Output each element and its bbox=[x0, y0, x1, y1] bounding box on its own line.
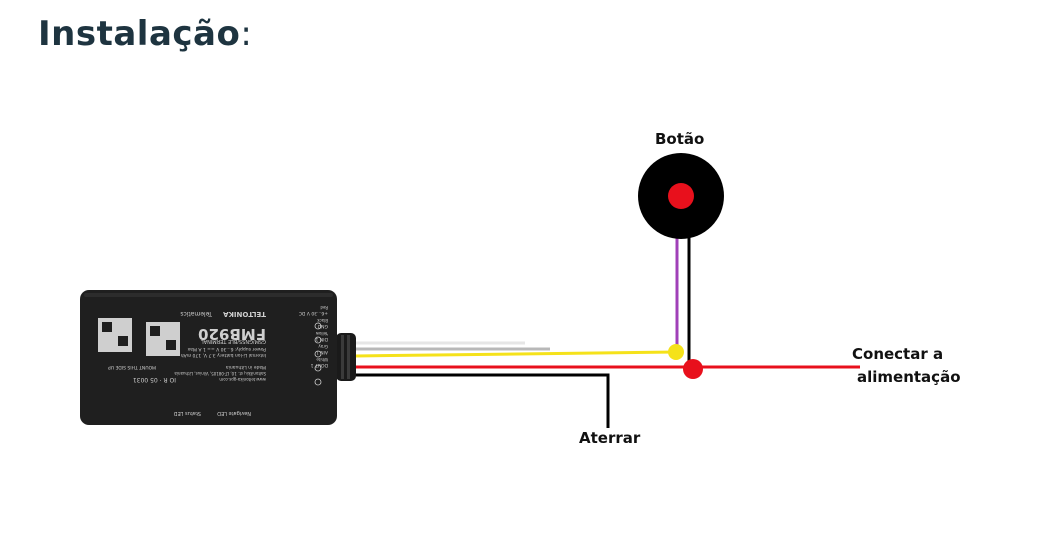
device-address: Saltoniškių st. 10, LT-08105, Vilnius, L… bbox=[174, 371, 266, 376]
yellow-junction bbox=[668, 344, 684, 360]
connector-ridge-2 bbox=[347, 335, 350, 379]
qr-code-left-inner-2 bbox=[118, 336, 128, 346]
qr-code-right-inner bbox=[150, 326, 160, 336]
device-top-edge bbox=[84, 293, 333, 297]
push-button bbox=[638, 153, 724, 239]
pin-3-color: Yellow bbox=[315, 331, 329, 336]
button-center bbox=[668, 183, 694, 209]
pin-1-name: +6...30 V DC bbox=[299, 310, 328, 316]
pin-3-name: DIN 1 bbox=[315, 336, 328, 342]
black-ground-wire bbox=[355, 373, 610, 428]
device-power-spec: Power supply: 6...30 V == 1 A Max bbox=[187, 346, 266, 352]
device-website: www.teltonika-gps.com bbox=[219, 377, 266, 382]
device-brand: TELTONIKA bbox=[223, 310, 266, 318]
page-title: Instalação: bbox=[38, 14, 252, 54]
pin-5-color: White bbox=[316, 357, 328, 362]
device-battery-spec: Internal Li-Ion battery 3.7 V, 170 mAh bbox=[181, 352, 266, 358]
device-label: TELTONIKA Telematics FMB920 GSM/GNSS/BLE… bbox=[108, 305, 329, 416]
device-body bbox=[80, 290, 337, 425]
wires bbox=[354, 235, 860, 428]
device-mount: MOUNT THIS SIDE UP bbox=[108, 364, 156, 370]
page-title-colon: : bbox=[240, 14, 253, 54]
qr-code-left-inner bbox=[102, 322, 112, 332]
power-label-line2: alimentação bbox=[857, 368, 961, 386]
pin-4-name: AIN 1 bbox=[316, 349, 328, 355]
pin-marker-3 bbox=[314, 350, 322, 358]
connector-plug bbox=[336, 333, 356, 381]
button-label: Botão bbox=[655, 130, 705, 148]
red-junction bbox=[683, 359, 703, 379]
pin-2-name: GND bbox=[317, 323, 328, 329]
device-made-in: Made in Lithuania bbox=[226, 364, 266, 370]
power-label-line1: Conectar a bbox=[852, 345, 944, 363]
device-status-led: Status LED bbox=[174, 410, 201, 416]
pin-marker-5 bbox=[314, 378, 322, 386]
tracker-device: TELTONIKA Telematics FMB920 GSM/GNSS/BLE… bbox=[80, 290, 356, 425]
device-model: FMB920 bbox=[198, 325, 266, 343]
pin-marker-2 bbox=[314, 336, 322, 344]
yellow-wire bbox=[354, 350, 677, 358]
qr-code-right-inner-2 bbox=[166, 340, 176, 350]
pin-marker-4 bbox=[314, 364, 322, 372]
pin-marker-1 bbox=[314, 322, 322, 330]
connector-ridge-1 bbox=[341, 335, 344, 379]
ground-label: Aterrar bbox=[579, 429, 641, 447]
pin-2-color: Black bbox=[316, 318, 328, 323]
pin-1-color: Red bbox=[320, 305, 328, 310]
page-title-text: Instalação bbox=[38, 14, 241, 54]
device-navigate-led: Navigate LED bbox=[217, 410, 251, 416]
device-brand-suffix: Telematics bbox=[180, 310, 213, 317]
device-model-subtitle: GSM/GNSS/BLE TERMINAL bbox=[201, 338, 266, 344]
pin-4-color: Gray bbox=[318, 344, 328, 349]
device-rating: IO R · 05 0031 bbox=[133, 376, 176, 383]
